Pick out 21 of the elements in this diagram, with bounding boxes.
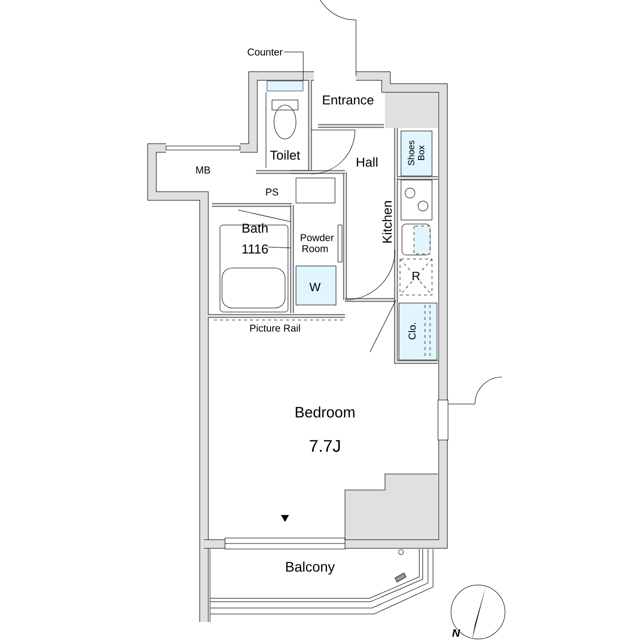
room-label: Bath — [242, 223, 268, 233]
area-label: 7.7J — [310, 440, 340, 452]
room-label: R — [410, 270, 422, 282]
leader-line — [284, 52, 304, 82]
room-label: 1116 — [242, 244, 268, 254]
room-label: W — [309, 282, 321, 292]
room-label: Toilet — [270, 150, 300, 160]
room-label: Bedroom — [296, 406, 354, 418]
north-label: N — [452, 629, 460, 637]
room-label: Hall — [356, 157, 378, 167]
room-label: Balcony — [286, 561, 335, 575]
counter-label: Counter — [248, 48, 283, 56]
room-label: Kitchen — [382, 201, 392, 243]
room-label: Picture Rail — [250, 324, 300, 332]
room-label: PS — [266, 188, 278, 196]
room-label: Shoes Box — [408, 140, 424, 166]
room-label: Clo. — [408, 323, 416, 340]
counter — [266, 80, 304, 92]
room-label: Powder Room — [300, 234, 334, 252]
room-label: MB — [196, 166, 210, 174]
room-label: Entrance — [323, 95, 374, 105]
